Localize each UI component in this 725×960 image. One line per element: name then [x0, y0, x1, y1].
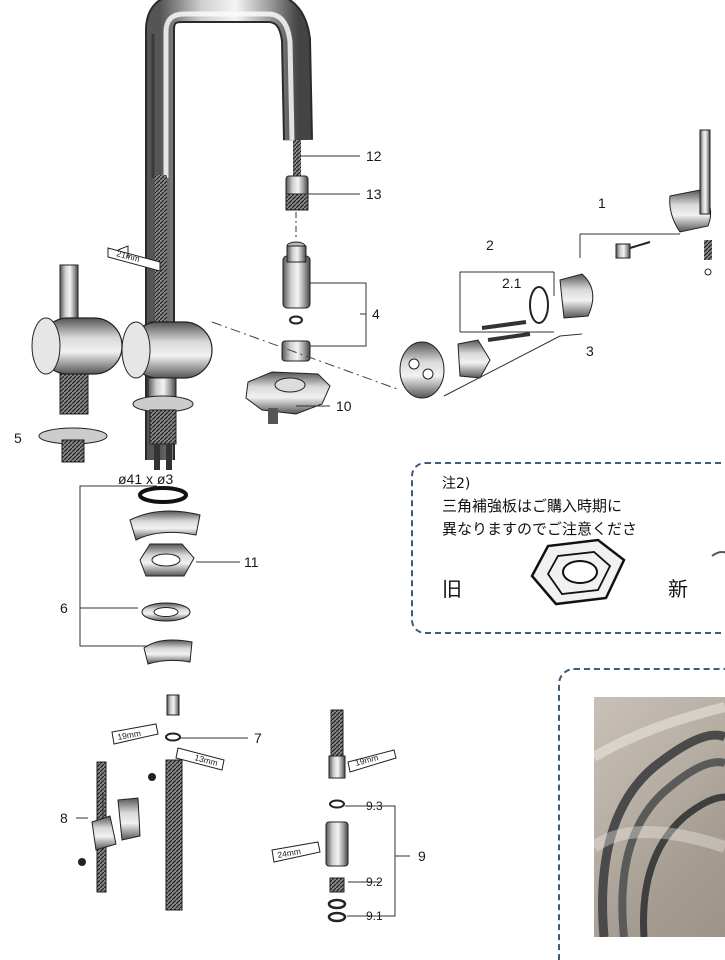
faucet-body — [121, 321, 213, 470]
hose-braid-left — [155, 175, 167, 327]
wrench-size-19-left: 19mm — [117, 728, 142, 742]
hose-braid-outlet — [293, 140, 301, 176]
leader-lines — [76, 155, 680, 917]
note-new-label: 新 — [668, 577, 688, 601]
label-part-5: 5 — [14, 430, 22, 446]
label-part-9-2: 9.2 — [366, 875, 383, 889]
check-valve — [281, 212, 311, 362]
label-part-8: 8 — [60, 810, 68, 826]
note-title: 注2) — [442, 476, 471, 492]
wrench-icon — [271, 841, 321, 863]
label-part-3: 3 — [586, 343, 594, 359]
clamp-bracket — [78, 761, 156, 893]
label-part-6: 6 — [60, 600, 68, 616]
wrench-icon — [175, 747, 225, 771]
reinforcement-plate-new — [711, 551, 725, 557]
spout — [145, 0, 313, 460]
mounting-adapter — [245, 371, 331, 424]
wrench-icon — [111, 723, 159, 745]
note-old-label: 旧 — [442, 577, 462, 601]
supply-hose — [325, 709, 349, 923]
reinforcement-plate-old — [530, 538, 626, 606]
label-part-1: 1 — [598, 195, 606, 211]
label-part-4: 4 — [372, 306, 380, 322]
label-part-11: 11 — [244, 554, 259, 570]
note-line-1: 三角補強板はご購入時期に — [442, 497, 623, 515]
photo-frame — [558, 668, 725, 960]
wrench-icon — [347, 749, 397, 773]
threaded-stud — [165, 694, 183, 911]
hose-photo — [594, 697, 725, 937]
label-part-9-3: 9.3 — [366, 799, 383, 813]
label-part-2-1: 2.1 — [502, 275, 522, 291]
wrench-size-24: 24mm — [277, 846, 302, 860]
label-part-13: 13 — [366, 186, 382, 202]
wrench-icon — [107, 245, 161, 272]
label-part-10: 10 — [336, 398, 352, 414]
exploded-faucet-diagram: 12 13 4 10 11 6 5 7 8 9 9.3 9.2 9.1 1 2 … — [14, 0, 725, 923]
note-line-2: 異なりますのでご注意くださ — [442, 520, 638, 538]
outlet-nozzle — [285, 175, 309, 211]
label-part-9-1: 9.1 — [366, 909, 383, 923]
cartridge-assembly — [211, 129, 712, 399]
label-part-2: 2 — [486, 237, 494, 253]
note-box — [411, 462, 725, 634]
side-view-faucet — [31, 264, 123, 463]
label-part-7: 7 — [254, 730, 262, 746]
label-part-9: 9 — [418, 848, 426, 864]
mounting-stack — [129, 486, 201, 665]
label-part-12: 12 — [366, 148, 382, 164]
dimension-label: ø41 x ø3 — [118, 471, 173, 487]
